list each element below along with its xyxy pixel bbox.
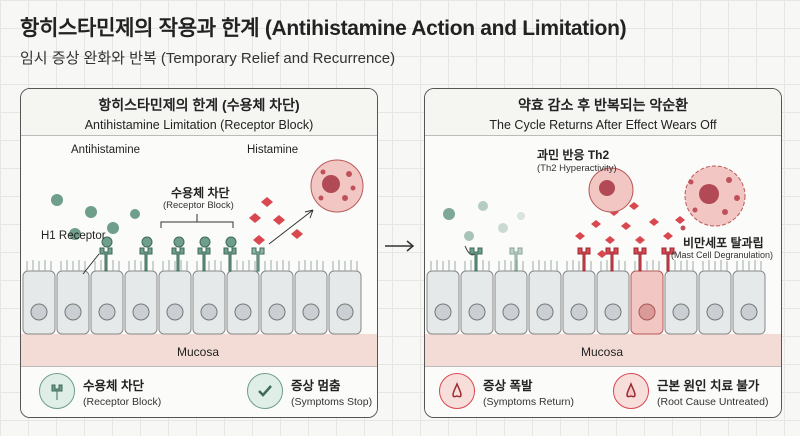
receptor-block-label-en: (Receptor Block): [163, 200, 234, 211]
th2-nucleus: [599, 180, 615, 196]
nose-icon: [613, 373, 649, 409]
th2-label-en: (Th2 Hyperactivity): [537, 163, 617, 174]
antihistamine-label: Antihistamine: [71, 144, 141, 156]
legend-symptoms-return-en: (Symptoms Return): [483, 395, 575, 408]
mucosa-layer: [425, 334, 781, 368]
legend-symptoms-return: 증상 폭발 (Symptoms Return): [439, 373, 574, 409]
legend-symptoms-stop: 증상 멈춤 (Symptoms Stop): [247, 373, 372, 409]
right-diagram: 과민 반응 Th2 (Th2 Hyperactivity) 비만세포 탈과립 (…: [425, 136, 781, 417]
check-icon: [247, 373, 283, 409]
cilia: [430, 260, 762, 271]
cilia: [26, 260, 358, 271]
mast-cell-nucleus: [322, 175, 340, 193]
receptors: [469, 247, 675, 272]
mucosa-label: Mucosa: [581, 345, 624, 359]
left-diagram: Antihistamine Histamine 수용체 차단 (Receptor…: [21, 136, 377, 417]
nose-icon: [439, 373, 475, 409]
legend-symptoms-return-ko: 증상 폭발: [483, 378, 533, 393]
released-granules: [680, 177, 740, 231]
mucosa-label: Mucosa: [177, 345, 220, 359]
th2-label: 과민 반응 Th2: [537, 148, 610, 162]
mast-cell-nucleus: [699, 184, 719, 204]
page-title: 항히스타민제의 작용과 한계 (Antihistamine Action and…: [20, 17, 627, 40]
legend-symptoms-stop-ko: 증상 멈춤: [291, 378, 341, 393]
mucosa-layer: [21, 334, 377, 368]
legend-receptor-block-en: (Receptor Block): [83, 395, 162, 408]
blocked-receptors: [99, 236, 237, 272]
left-panel: 항히스타민제의 한계 (수용체 차단) Antihistamine Limita…: [20, 88, 378, 418]
fading-antihistamine: [443, 201, 525, 241]
legend-receptor-block: 수용체 차단 (Receptor Block): [39, 373, 161, 409]
left-diagram-svg: [21, 159, 377, 368]
receptor-block-bracket: [160, 214, 234, 228]
receptor-block-label: 수용체 차단: [171, 186, 230, 200]
left-panel-header: 항히스타민제의 한계 (수용체 차단) Antihistamine Limita…: [21, 89, 377, 136]
legend-root-cause-ko: 근본 원인 치료 불가: [657, 378, 760, 393]
epithelial-cells: [426, 270, 766, 335]
right-panel-header: 약효 감소 후 반복되는 악순환 The Cycle Returns After…: [425, 89, 781, 136]
histamine-molecule: [253, 235, 265, 245]
receptor-icon: [251, 247, 265, 272]
transition-arrow-icon: [385, 240, 415, 252]
h1-pointer: [82, 253, 100, 275]
mast-cell-granules: [318, 169, 356, 201]
mast-degranulation-label-en: (Mast Cell Degranulation): [671, 250, 774, 260]
left-panel-title-ko: 항히스타민제의 한계 (수용체 차단): [98, 97, 300, 113]
left-legend: 수용체 차단 (Receptor Block) 증상 멈춤 (Symptoms …: [21, 366, 377, 417]
right-panel: 약효 감소 후 반복되는 악순환 The Cycle Returns After…: [424, 88, 782, 418]
floating-histamine: [249, 197, 303, 239]
receptor-icon: [39, 373, 75, 409]
right-panel-title-en: The Cycle Returns After Effect Wears Off: [489, 118, 717, 132]
legend-receptor-block-ko: 수용체 차단: [83, 378, 144, 393]
release-arrow: [268, 209, 314, 245]
legend-root-cause: 근본 원인 치료 불가 (Root Cause Untreated): [613, 373, 768, 409]
mast-degranulation-label: 비만세포 탈과립: [683, 236, 764, 250]
floating-antihistamine: [51, 194, 140, 240]
histamine-label: Histamine: [247, 144, 299, 156]
right-diagram-svg: [425, 165, 781, 368]
right-legend: 증상 폭발 (Symptoms Return) 근본 원인 치료 불가 (Roo…: [425, 366, 781, 417]
right-panel-title-ko: 약효 감소 후 반복되는 악순환: [517, 97, 689, 113]
h1-receptor-label: H1 Receptor: [41, 230, 106, 242]
left-panel-title-en: Antihistamine Limitation (Receptor Block…: [84, 118, 314, 132]
page-subtitle: 임시 증상 완화와 반복 (Temporary Relief and Recur…: [20, 50, 396, 67]
epithelial-cells: [22, 270, 362, 335]
legend-root-cause-en: (Root Cause Untreated): [657, 395, 769, 408]
legend-symptoms-stop-en: (Symptoms Stop): [291, 395, 373, 408]
